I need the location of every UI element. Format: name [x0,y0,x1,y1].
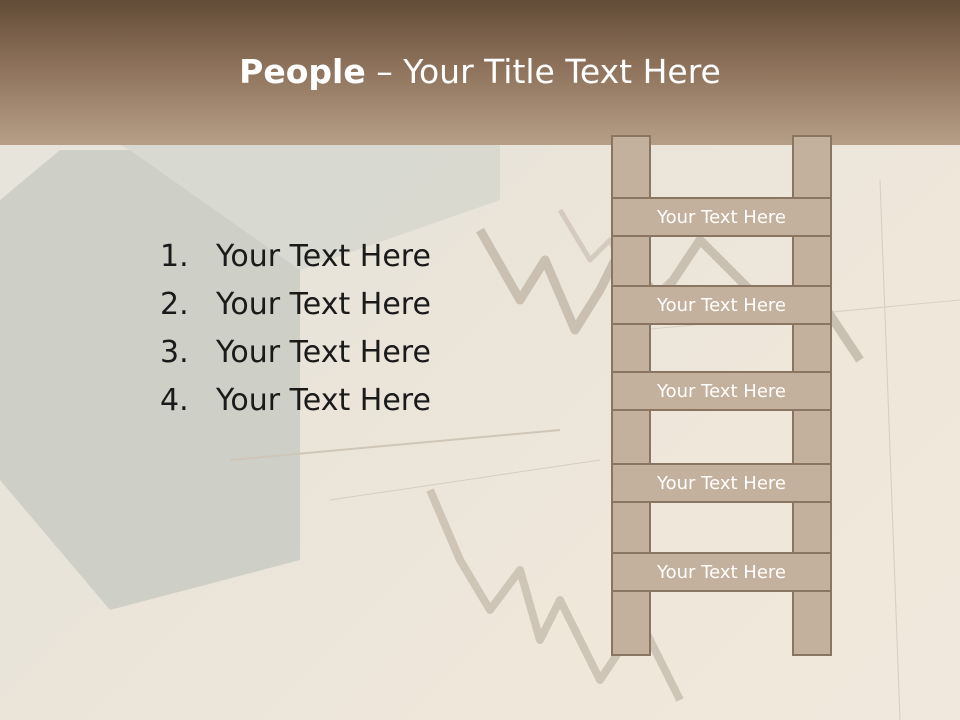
title-bar: People – Your Title Text Here [0,0,960,145]
list-text: Your Text Here [216,334,431,370]
ladder-rung-text-box[interactable]: Your Text Here [611,552,832,592]
numbered-list[interactable]: 1. Your Text Here 2. Your Text Here 3. Your… [160,232,431,424]
list-item: 1. Your Text Here [160,232,431,280]
list-number: 4. [160,382,189,418]
title-bold-text: People [239,52,366,91]
slide-title[interactable]: People – Your Title Text Here [0,52,960,91]
list-text: Your Text Here [216,286,431,322]
ladder-rung-text-box[interactable]: Your Text Here [611,463,832,503]
title-rest-text: – Your Title Text Here [365,52,721,91]
list-item: 2. Your Text Here [160,280,431,328]
ladder-rung-text-box[interactable]: Your Text Here [611,197,832,237]
list-number: 1. [160,238,189,274]
list-text: Your Text Here [216,382,431,418]
list-item: 4. Your Text Here [160,376,431,424]
list-number: 3. [160,334,189,370]
ladder-rung-text-box[interactable]: Your Text Here [611,371,832,411]
list-item: 3. Your Text Here [160,328,431,376]
ladder-rung-text-box[interactable]: Your Text Here [611,285,832,325]
list-number: 2. [160,286,189,322]
list-text: Your Text Here [216,238,431,274]
ladder-graphic: Your Text Here Your Text Here Your Text … [611,135,834,658]
